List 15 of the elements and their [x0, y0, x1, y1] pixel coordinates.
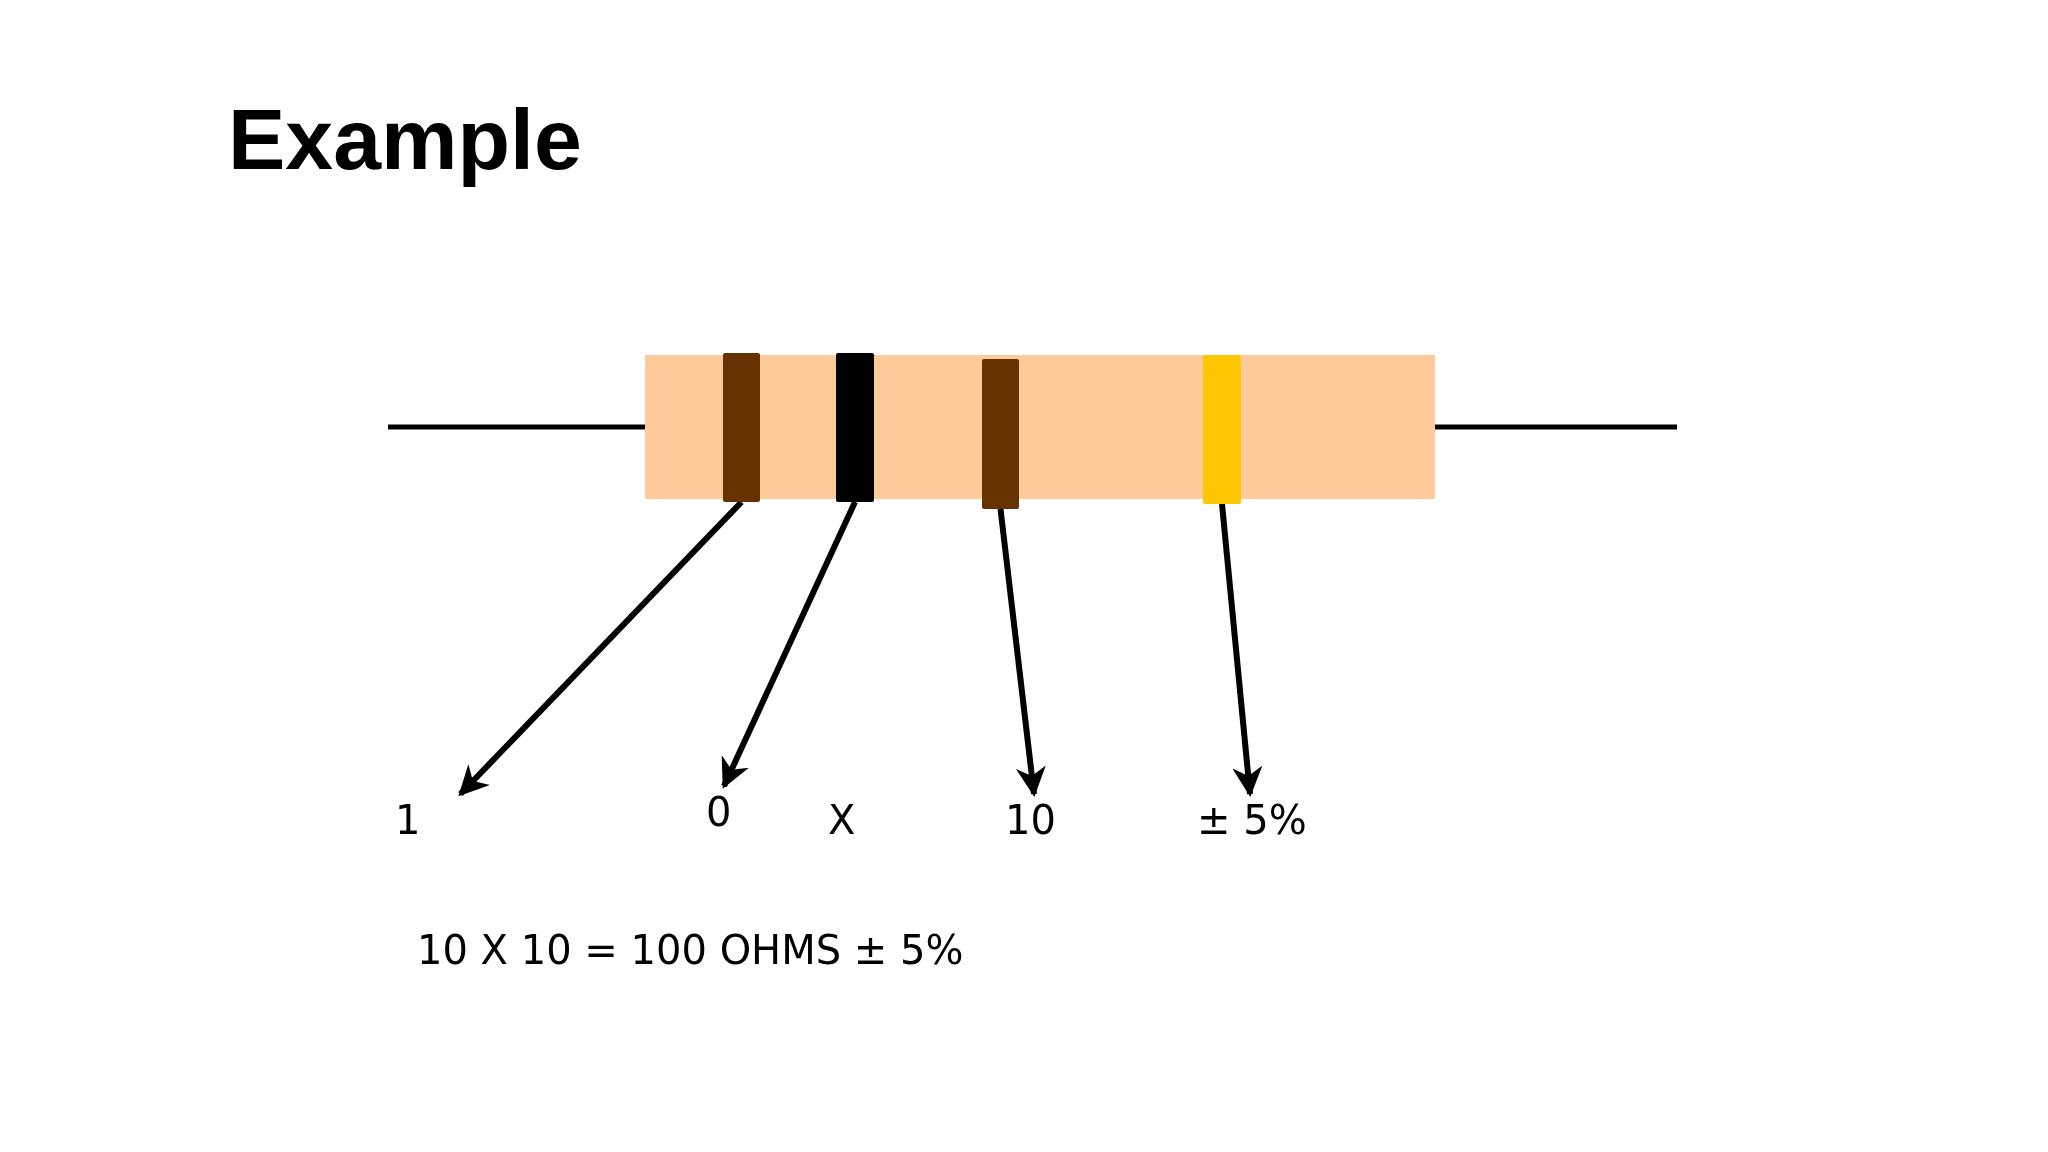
arrow [458, 499, 744, 797]
band-value: 1 [395, 800, 421, 840]
multiplier-symbol: X [828, 800, 856, 840]
title: Example [228, 92, 582, 187]
color-band [836, 353, 874, 502]
color-band [1203, 355, 1241, 504]
band-value: ± 5% [1197, 800, 1307, 840]
color-band [723, 353, 760, 502]
arrow [721, 500, 858, 789]
arrow [997, 508, 1046, 797]
color-band [982, 359, 1019, 509]
band-value: 10 [1005, 800, 1056, 840]
formula-text: 10 X 10 = 100 OHMS ± 5% [417, 930, 964, 970]
arrow [1219, 503, 1263, 797]
band-value: 0 [706, 792, 732, 832]
